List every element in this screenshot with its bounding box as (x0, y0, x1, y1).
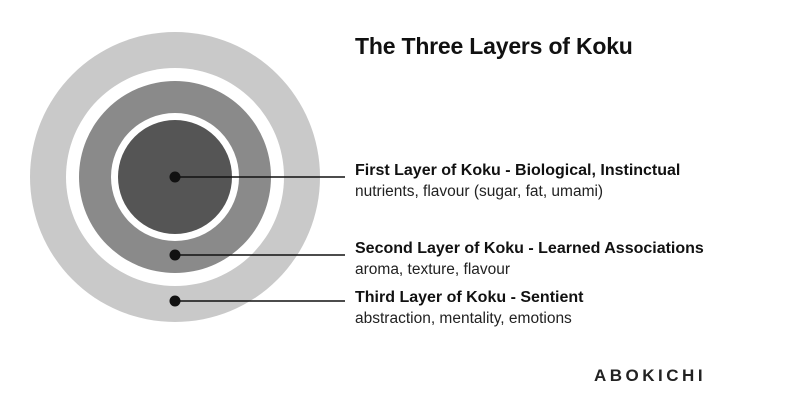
third-layer-description: abstraction, mentality, emotions (355, 310, 572, 327)
first-layer-description: nutrients, flavour (sugar, fat, umami) (355, 183, 604, 200)
second-layer-marker (169, 249, 181, 261)
third-layer-marker (169, 295, 181, 307)
second-layer-heading: Second Layer of Koku - Learned Associati… (355, 240, 704, 257)
third-layer-heading: Third Layer of Koku - Sentient (355, 289, 584, 306)
first-layer-heading: First Layer of Koku - Biological, Instin… (355, 162, 681, 179)
third-layer-label: Third Layer of Koku - Sentient abstracti… (355, 287, 583, 329)
diagram-title: The Three Layers of Koku (355, 33, 633, 59)
second-layer-description: aroma, texture, flavour (355, 261, 511, 278)
brand-logo: ABOKICHI (594, 366, 707, 385)
first-layer-marker (169, 171, 181, 183)
first-layer-label: First Layer of Koku - Biological, Instin… (355, 160, 680, 202)
second-layer-label: Second Layer of Koku - Learned Associati… (355, 238, 704, 280)
